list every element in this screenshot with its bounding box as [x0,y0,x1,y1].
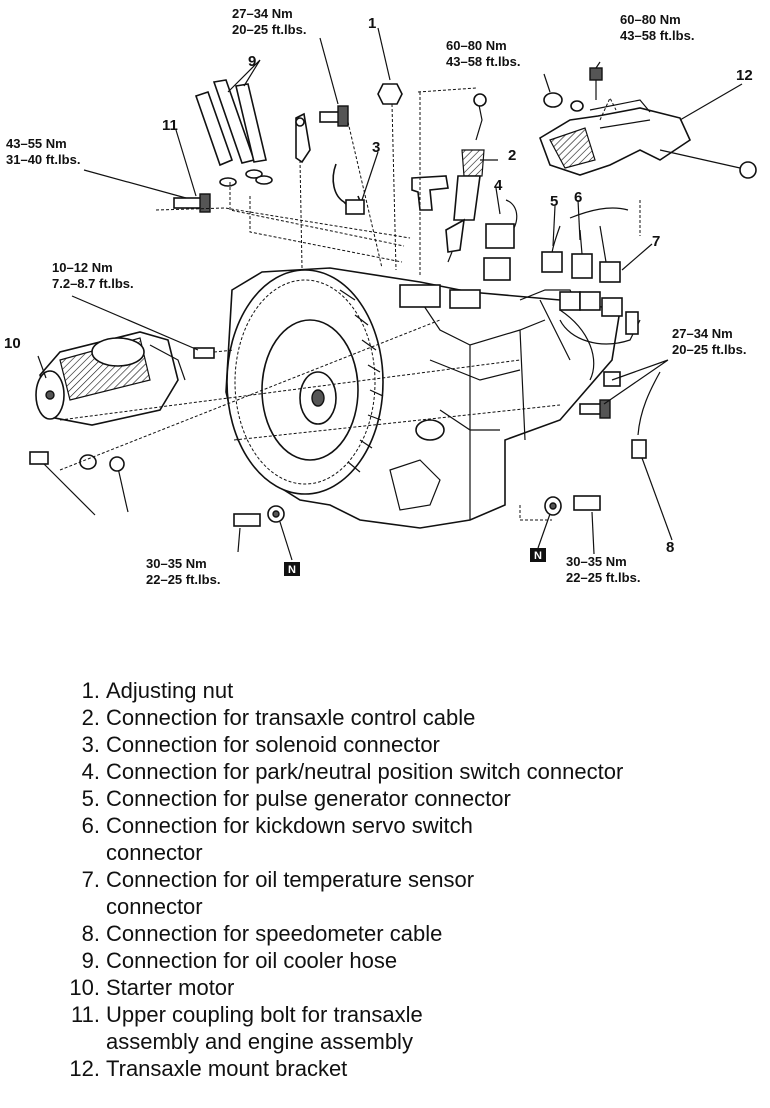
transaxle-case [225,267,621,529]
callout-12: 12 [736,67,753,84]
leader-lines [37,27,743,561]
starter-cables [29,451,129,516]
n-badge: N [288,564,296,576]
legend-item: 12.Transaxle mount bracket [69,1056,348,1081]
legend-item: 11.Upper coupling bolt for transaxle [71,1002,423,1027]
legend-item: 3.Connection for solenoid connector [81,732,440,757]
torque-spec-nm: 27–34 Nm [232,6,293,21]
torque-spec-ftlb: 22–25 ft.lbs. [146,572,220,587]
upper-hardware [173,83,403,215]
transaxle-control-cable [411,93,487,263]
legend-item: 8.Connection for speedometer cable [81,921,443,946]
callout-11: 11 [162,117,178,134]
oil-cooler-hoses [194,79,273,187]
callout-numbers: 1 2 3 4 5 6 7 8 9 10 11 12 [4,15,753,556]
legend-item: 9.Connection for oil cooler hose [81,948,398,973]
legend-item: 10.Starter motor [69,975,235,1000]
legend-item-continuation: connector [106,894,203,919]
torque-spec-nm: 27–34 Nm [672,326,733,341]
legend-item-continuation: connector [106,840,203,865]
torque-spec-nm: 30–35 Nm [566,554,627,569]
callout-10: 10 [4,335,21,352]
legend-item: 7.Connection for oil temperature sensor [81,867,475,892]
callout-9: 9 [248,53,256,70]
callout-2: 2 [508,147,516,164]
callout-1: 1 [368,15,376,32]
callout-7: 7 [652,233,660,250]
torque-spec-ftlb: 20–25 ft.lbs. [232,22,306,37]
legend-item: 6.Connection for kickdown servo switch [81,813,473,838]
callout-8: 8 [666,539,674,556]
callout-6: 6 [574,189,582,206]
torque-labels: 27–34 Nm 20–25 ft.lbs. 60–80 Nm 43–58 ft… [6,6,746,587]
parts-legend: 1.Adjusting nut 2.Connection for transax… [52,677,752,1082]
callout-4: 4 [494,177,503,194]
wiring-connectors [483,199,641,345]
speedometer-cable [579,371,661,459]
torque-spec-ftlb: 7.2–8.7 ft.lbs. [52,276,134,291]
torque-spec-ftlb: 43–58 ft.lbs. [446,54,520,69]
torque-spec-nm: 43–55 Nm [6,136,67,151]
legend-item-continuation: assembly and engine assembly [106,1029,413,1054]
torque-spec-ftlb: 31–40 ft.lbs. [6,152,80,167]
legend-item: 5.Connection for pulse generator connect… [81,786,511,811]
torque-spec-nm: 60–80 Nm [620,12,681,27]
legend-item: 2.Connection for transaxle control cable [81,705,476,730]
torque-spec-ftlb: 22–25 ft.lbs. [566,570,640,585]
n-badge: N [534,550,542,562]
transaxle-exploded-diagram: 27–34 Nm 20–25 ft.lbs. 60–80 Nm 43–58 ft… [4,6,757,587]
legend-item: 1.Adjusting nut [81,678,234,703]
torque-spec-ftlb: 43–58 ft.lbs. [620,28,694,43]
torque-spec-ftlb: 20–25 ft.lbs. [672,342,746,357]
lower-bolts [193,347,601,527]
starter-motor [35,331,186,426]
torque-spec-nm: 60–80 Nm [446,38,507,53]
transaxle-mount-bracket [539,67,757,179]
callout-5: 5 [550,193,558,210]
n-badges: N N [284,548,546,576]
legend-item: 4.Connection for park/neutral position s… [81,759,624,784]
torque-spec-nm: 10–12 Nm [52,260,113,275]
callout-3: 3 [372,139,380,156]
torque-spec-nm: 30–35 Nm [146,556,207,571]
